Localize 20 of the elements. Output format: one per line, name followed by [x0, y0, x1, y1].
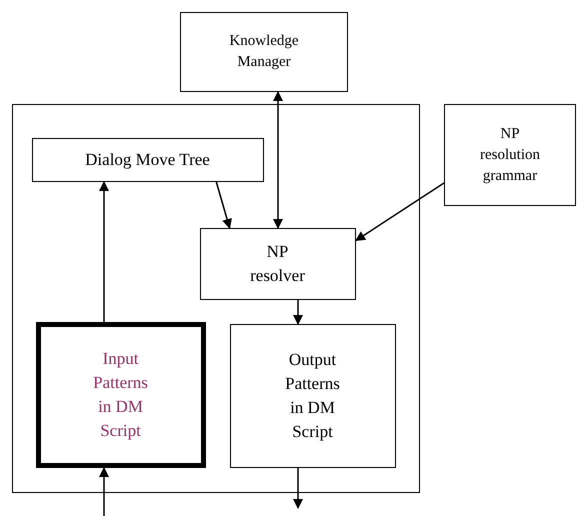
arrow	[293, 300, 303, 325]
arrow	[99, 181, 109, 322]
box-label: Output Patterns in DM Script	[284, 348, 341, 443]
box-label: Dialog Move Tree	[85, 148, 210, 171]
process-box	[444, 104, 576, 206]
arrow	[273, 91, 283, 229]
arrow	[355, 182, 444, 242]
container-box	[12, 104, 420, 493]
arrow	[99, 467, 109, 516]
process-box	[230, 324, 396, 468]
process-box	[180, 12, 348, 92]
box-label: NP resolver	[249, 240, 306, 286]
box-label: Knowledge Manager	[228, 32, 300, 72]
arrow	[293, 468, 303, 509]
thick-process-box	[36, 322, 206, 468]
process-box	[200, 228, 356, 300]
box-label: NP resolution grammar	[479, 124, 541, 186]
box-label: Input Patterns in DM Script	[93, 348, 148, 442]
arrow	[216, 182, 232, 229]
process-box	[32, 138, 264, 182]
